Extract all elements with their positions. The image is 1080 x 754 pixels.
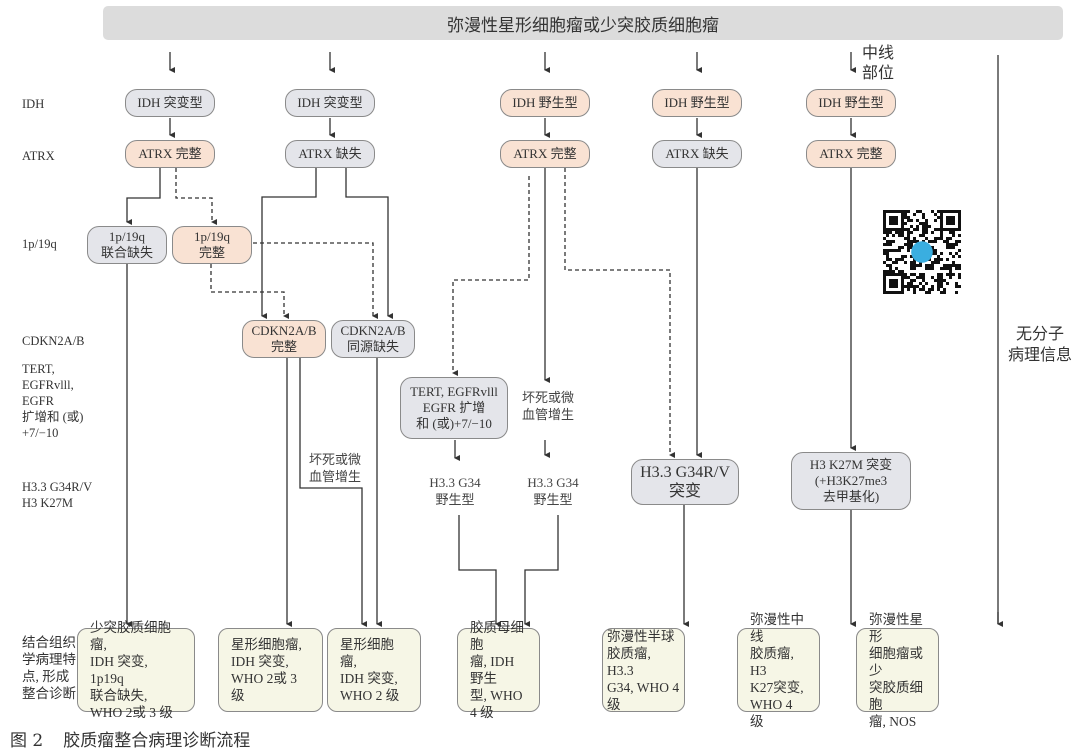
node-cdkn2ab-intact: CDKN2A/B 完整 (242, 320, 326, 358)
node-atrx-intact-1: ATRX 完整 (125, 140, 215, 168)
node-atrx-intact-2: ATRX 完整 (500, 140, 590, 168)
figure-caption: 图 2 胶质瘤整合病理诊断流程 (10, 726, 250, 751)
header-title: 弥漫性星形细胞瘤或少突胶质细胞瘤 (447, 15, 719, 36)
qr-code-icon (883, 210, 961, 294)
connector-dashed (564, 168, 675, 458)
node-idh-wildtype-1: IDH 野生型 (500, 89, 590, 117)
diagnosis-diffuse-hemispheric-glioma: 弥漫性半球 胶质瘤, H3.3 G34, WHO 4 级 (602, 628, 685, 712)
node-1p19q-codeleted: 1p/19q 联合缺失 (87, 226, 167, 264)
node-idh-mutant-1: IDH 突变型 (125, 89, 215, 117)
node-atrx-intact-3: ATRX 完整 (806, 140, 896, 168)
node-idh-mutant-2: IDH 突变型 (285, 89, 375, 117)
note-midline-location: 中线 部位 (861, 45, 894, 82)
note-necrosis-1: 坏死或微 血管增生 (308, 452, 361, 484)
connector-dashed (175, 168, 217, 225)
node-atrx-loss-2: ATRX 缺失 (652, 140, 742, 168)
figure-title: 胶质瘤整合病理诊断流程 (63, 731, 251, 751)
note-no-molecular-info: 无分子 病理信息 (1007, 326, 1072, 364)
diagnosis-oligodendroglioma: 少突胶质细胞瘤, IDH 突变, 1p19q 联合缺失, WHO 2或 3 级 (77, 620, 195, 720)
connector-dashed (253, 242, 378, 319)
header-banner: 弥漫性星形细胞瘤或少突胶质细胞瘤 (103, 6, 1063, 40)
node-h33-g34-wildtype-1: H3.3 G34 野生型 (429, 475, 481, 507)
node-h33-g34rv-mutant: H3.3 G34R/V 突变 (631, 459, 739, 505)
row-label-atrx: ATRX (22, 149, 55, 163)
note-necrosis-2: 坏死或微 血管增生 (521, 390, 574, 422)
connector-solid (261, 168, 317, 319)
node-atrx-loss-1: ATRX 缺失 (285, 140, 375, 168)
diagnosis-astrocytoma-grade-2: 星形细胞瘤, IDH 突变, WHO 2 级 (327, 628, 421, 712)
connector-solid (126, 168, 161, 225)
node-idh-wildtype-2: IDH 野生型 (652, 89, 742, 117)
figure-number: 图 2 (10, 731, 44, 751)
row-label-tert-egfr: TERT, EGFRvlll, EGFR 扩增和 (或) +7/−10 (22, 362, 84, 440)
row-label-h3: H3.3 G34R/V H3 K27M (22, 480, 93, 510)
node-1p19q-intact: 1p/19q 完整 (172, 226, 252, 264)
diagnosis-diffuse-midline-glioma: 弥漫性中线 胶质瘤, H3 K27突变, WHO 4 级 (737, 612, 820, 729)
row-label-cdkn2ab: CDKN2A/B (22, 334, 85, 348)
node-idh-wildtype-3: IDH 野生型 (806, 89, 896, 117)
connector-solid (458, 515, 501, 627)
connector-solid (299, 358, 367, 627)
node-cdkn2ab-homozygous-deletion: CDKN2A/B 同源缺失 (331, 320, 415, 358)
row-label-integrated-diagnosis: 结合组织 学病理特 点, 形成 整合诊断 (22, 635, 76, 701)
node-h33-g34-wildtype-2: H3.3 G34 野生型 (527, 475, 579, 507)
node-tert-egfr-amplification: TERT, EGFRvlll EGFR 扩增 和 (或)+7/−10 (400, 377, 508, 439)
row-label-idh: IDH (22, 97, 45, 111)
row-label-1p19q: 1p/19q (22, 237, 57, 251)
connector-solid (524, 515, 559, 627)
connector-dashed (452, 176, 530, 376)
connector-dashed (210, 264, 289, 319)
connector-solid (345, 168, 393, 319)
diagnosis-astrocytoma-grade-2-3: 星形细胞瘤, IDH 突变, WHO 2或 3 级 (218, 628, 323, 712)
node-h3-k27m-mutant: H3 K27M 突变 (+H3K27me3 去甲基化) (791, 452, 911, 510)
diagnosis-nos: 弥漫性星形 细胞瘤或少 突胶质细胞 瘤, NOS (856, 612, 939, 729)
diagnosis-glioblastoma: 胶质母细胞 瘤, IDH 野生 型, WHO 4 级 (457, 620, 540, 720)
